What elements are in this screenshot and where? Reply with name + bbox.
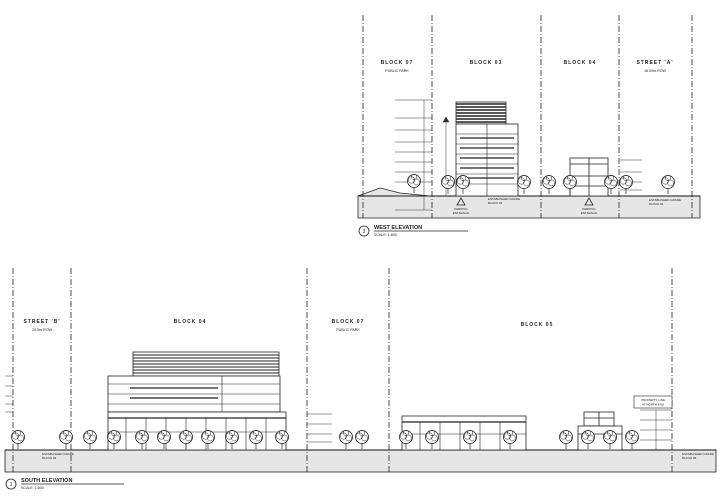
svg-text:ESTABLISHED GRADE: ESTABLISHED GRADE xyxy=(42,452,74,456)
svg-text:AT NORTH END: AT NORTH END xyxy=(642,403,665,407)
west-level-marks xyxy=(395,99,432,211)
parking-entrance-icon-2: PARKING ENTRANCE xyxy=(581,197,598,215)
south-block-label-3: BLOCK 07 xyxy=(332,319,365,325)
svg-text:BLOCK 03: BLOCK 03 xyxy=(488,201,503,205)
established-grade-note-south-2: ESTABLISHED GRADE BLOCK 05 xyxy=(682,452,714,460)
south-block-sub-1: 20.0m ROW xyxy=(32,328,52,332)
south-scale: SCALE: 1:800 xyxy=(21,486,44,490)
property-line-note: PROPERTY LINE AT NORTH END xyxy=(633,395,673,409)
south-block-label-1: STREET 'B' xyxy=(23,319,60,325)
svg-text:BLOCK 04: BLOCK 04 xyxy=(42,456,57,460)
south-title: SOUTH ELEVATION xyxy=(21,478,72,484)
south-ground xyxy=(4,449,717,473)
west-block-label-1: BLOCK 07 xyxy=(381,60,414,66)
established-grade-note-2: ESTABLISHED GRADE BLOCK 04 xyxy=(649,198,681,206)
west-block-sub-1: PUBLIC PARK xyxy=(385,69,409,73)
west-block-sub-4: 18.00m ROW xyxy=(644,69,666,73)
west-block-label-2: BLOCK 03 xyxy=(470,60,503,66)
svg-text:BLOCK 04: BLOCK 04 xyxy=(649,202,664,206)
south-level-marks-left xyxy=(5,375,13,413)
building-block-04 xyxy=(569,157,609,197)
west-block-label-3: BLOCK 04 xyxy=(564,60,597,66)
south-block-label-2: BLOCK 04 xyxy=(174,319,207,325)
svg-text:ESTABLISHED GRADE: ESTABLISHED GRADE xyxy=(682,452,714,456)
west-title-number: 2 xyxy=(363,229,366,235)
west-elevation-title: 2 WEST ELEVATION SCALE: 1:800 xyxy=(358,225,468,237)
svg-text:PARKING: PARKING xyxy=(582,207,596,211)
svg-text:ENTRANCE: ENTRANCE xyxy=(581,211,598,215)
svg-text:ESTABLISHED GRADE: ESTABLISHED GRADE xyxy=(488,197,520,201)
svg-text:ESTABLISHED GRADE: ESTABLISHED GRADE xyxy=(649,198,681,202)
parking-entrance-icon: PARKING ENTRANCE xyxy=(453,197,470,215)
tower-block-03 xyxy=(455,101,519,197)
south-level-marks-right xyxy=(640,409,672,450)
svg-text:PARKING: PARKING xyxy=(454,207,468,211)
svg-text:PROPERTY LINE: PROPERTY LINE xyxy=(641,398,665,402)
south-trees xyxy=(11,429,639,450)
south-elevation: STREET 'B' 20.0m ROW BLOCK 04 BLOCK 07 P… xyxy=(4,268,717,490)
svg-text:ENTRANCE: ENTRANCE xyxy=(453,211,470,215)
west-title: WEST ELEVATION xyxy=(374,225,422,231)
svg-text:BLOCK 05: BLOCK 05 xyxy=(682,456,697,460)
south-elevation-title: 1 SOUTH ELEVATION SCALE: 1:800 xyxy=(5,478,124,490)
west-elevation: BLOCK 07 PUBLIC PARK BLOCK 03 BLOCK 04 S… xyxy=(357,15,701,237)
west-block-label-4: STREET 'A' xyxy=(636,60,673,66)
south-block-sub-3: PUBLIC PARK xyxy=(336,328,360,332)
established-grade-note-1: ESTABLISHED GRADE BLOCK 03 xyxy=(488,197,520,205)
west-scale: SCALE: 1:800 xyxy=(374,233,397,237)
south-title-number: 1 xyxy=(10,482,13,488)
south-level-marks-mid xyxy=(307,413,332,443)
established-grade-note-south-1: ESTABLISHED GRADE BLOCK 04 xyxy=(42,452,74,460)
south-block-label-4: BLOCK 05 xyxy=(521,322,554,328)
west-block-dividers xyxy=(362,15,693,218)
